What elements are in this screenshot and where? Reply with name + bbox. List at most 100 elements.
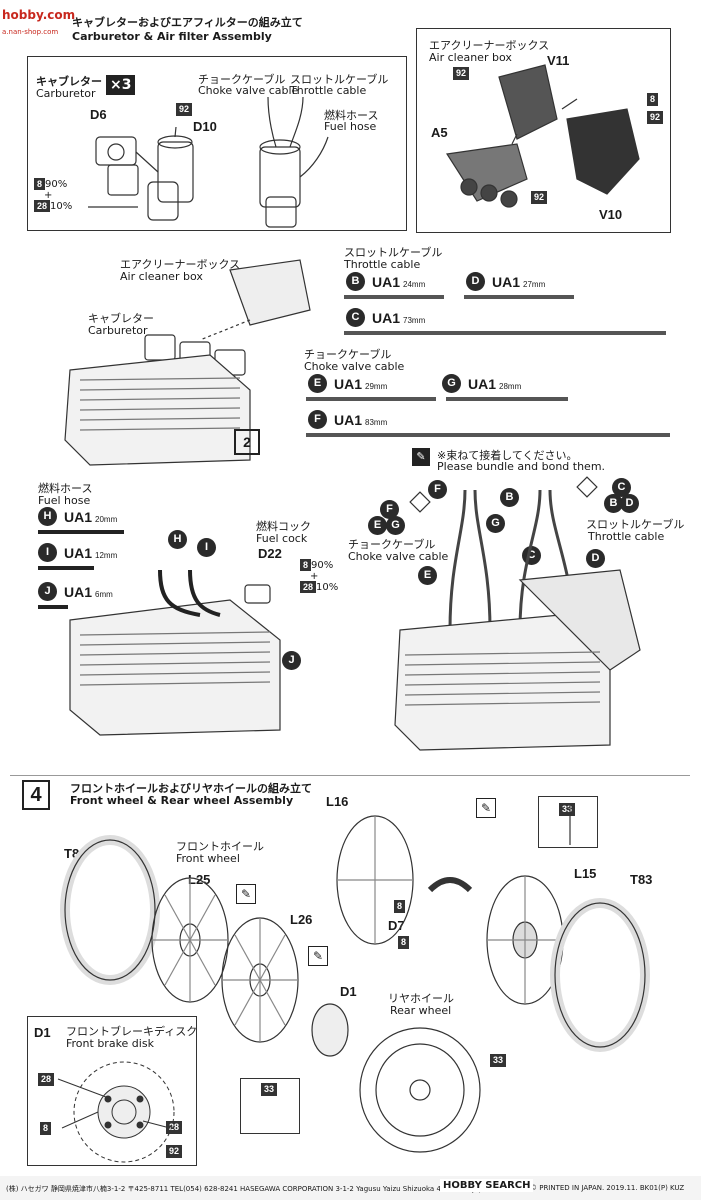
callout-b: B [500,488,519,507]
paint-plus: + [44,190,53,201]
disk-jp: フロントブレーキディスク [66,1025,198,1038]
step3-title-en: Carburetor & Air filter Assembly [72,30,272,43]
paint-icon-2: ✎ [308,946,328,966]
rear-wheel-jp: リヤホイール [388,992,454,1005]
front-wheel-jp: フロントホイール [176,840,264,853]
hose-callout-h: H [168,530,187,549]
hose-i-len: 12mm [95,551,118,560]
detail-box-top: 33 [538,796,598,848]
watermark-site: hobby.com [2,8,76,22]
paint-icon-1: ✎ [236,884,256,904]
part-d1: D1 [340,984,357,999]
step-ref-2: 2 [234,429,260,455]
color-8-a: 8 [647,93,659,106]
cable-e-bar [306,397,436,401]
choke-label-en: Choke valve cable [198,84,299,97]
hose-j-ua: UA1 [64,584,93,600]
cable-b-bar [344,295,444,299]
detail-box-bottom: 33 [240,1078,300,1134]
cable-f-ua: UA1 [334,412,363,428]
hose-callout-j: J [282,651,301,670]
paint2-pct1: 90% [311,560,334,571]
fuelhose-label-jp: 燃料ホース [324,109,379,122]
color-8: 8 [34,178,46,190]
glue-icon: ✎ [412,448,430,466]
callout-f: F [428,480,447,499]
callout-g: G [486,514,505,533]
callout-b2: B [604,494,623,513]
color-92: 92 [176,103,193,116]
hose-i-ua: UA1 [64,545,93,561]
color-28-b: 28 [300,581,317,593]
hose-letter-j: J [38,582,57,601]
paint-icon-3: ✎ [476,798,496,818]
cable-letter-g: G [442,374,461,393]
color-28: 28 [34,200,51,212]
fuelhose-jp: 燃料ホース [38,482,93,495]
callout-e2: E [368,516,387,535]
part-t83: T83 [630,872,653,887]
ac-label-en: Air cleaner box [429,51,512,64]
color-92-a: 92 [453,67,470,80]
color-92-disk: 92 [166,1145,183,1158]
carb-label-en: Carburetor [36,87,96,100]
cable-letter-f: F [308,410,327,429]
fuelhose-en: Fuel hose [38,494,91,507]
right-throttle-jp: スロットルケーブル [586,518,685,531]
engine-drawing-left [69,569,281,736]
mid-ac-label-jp: エアクリーナーボックス [120,258,241,271]
mid-carb-label-jp: キャブレター [88,312,154,325]
callout-c2: C [612,478,631,497]
step3-title: キャブレターおよびエアフィルターの組み立て Carburetor & Air f… [72,14,303,43]
callout-d: D [586,549,605,568]
callout-f2: F [380,500,399,519]
cable-d-bar [464,295,574,299]
hose-h-ua: UA1 [64,509,93,525]
paint2-plus: + [310,571,319,582]
part-d10: D10 [193,119,217,134]
cable-throttle-jp: スロットルケーブル [344,246,443,259]
ac-label-jp: エアクリーナーボックス [429,39,550,52]
cable-g-bar [446,397,568,401]
footer-logo: HOBBY SEARCH [440,1179,534,1192]
disk-en: Front brake disk [66,1037,154,1050]
cable-throttle-en: Throttle cable [344,258,421,271]
aircleaner-drawing [445,64,640,208]
engine-drawing-top [64,259,311,466]
cable-c-ua: UA1 [372,310,401,326]
color-28-disk-a: 28 [38,1073,55,1086]
cable-b-ua: UA1 [372,274,401,290]
cable-e-ua: UA1 [334,376,363,392]
cable-g-len: 28mm [499,382,522,391]
times-badge: ×3 [106,75,136,95]
fuelcock-jp: 燃料コック [256,520,311,533]
color-8-disk: 8 [40,1122,52,1135]
mid-ac-label-en: Air cleaner box [120,270,203,283]
watermark-sub: a.nan-shop.com [2,28,59,36]
paint-pct1: 90% [45,179,68,190]
right-choke-jp: チョークケーブル [348,538,436,551]
footer-company: (株) ハセガワ 静岡県焼津市八楠3-1-2 〒425-8711 TEL(054… [6,1185,495,1193]
color-33-rear: 33 [490,1054,507,1067]
fuelhose-label-en: Fuel hose [324,120,377,133]
fuelcock-en: Fuel cock [256,532,308,545]
part-d6: D6 [90,107,107,122]
choke-label-jp: チョークケーブル [198,73,286,86]
aircleaner-panel: エアクリーナーボックス Air cleaner box V11 A5 V10 9… [416,28,671,233]
watermark-logo: hobby.com a.nan-shop.com [2,6,76,42]
bond-note-en: Please bundle and bond them. [437,460,606,473]
color-8-d7: 8 [394,900,406,913]
color-8-b: 8 [300,559,312,571]
hose-j-len: 6mm [95,590,113,599]
part-l16: L16 [326,794,349,809]
cable-e-len: 29mm [365,382,388,391]
engine-drawing-right [394,476,641,751]
step4-number: 4 [22,780,50,810]
